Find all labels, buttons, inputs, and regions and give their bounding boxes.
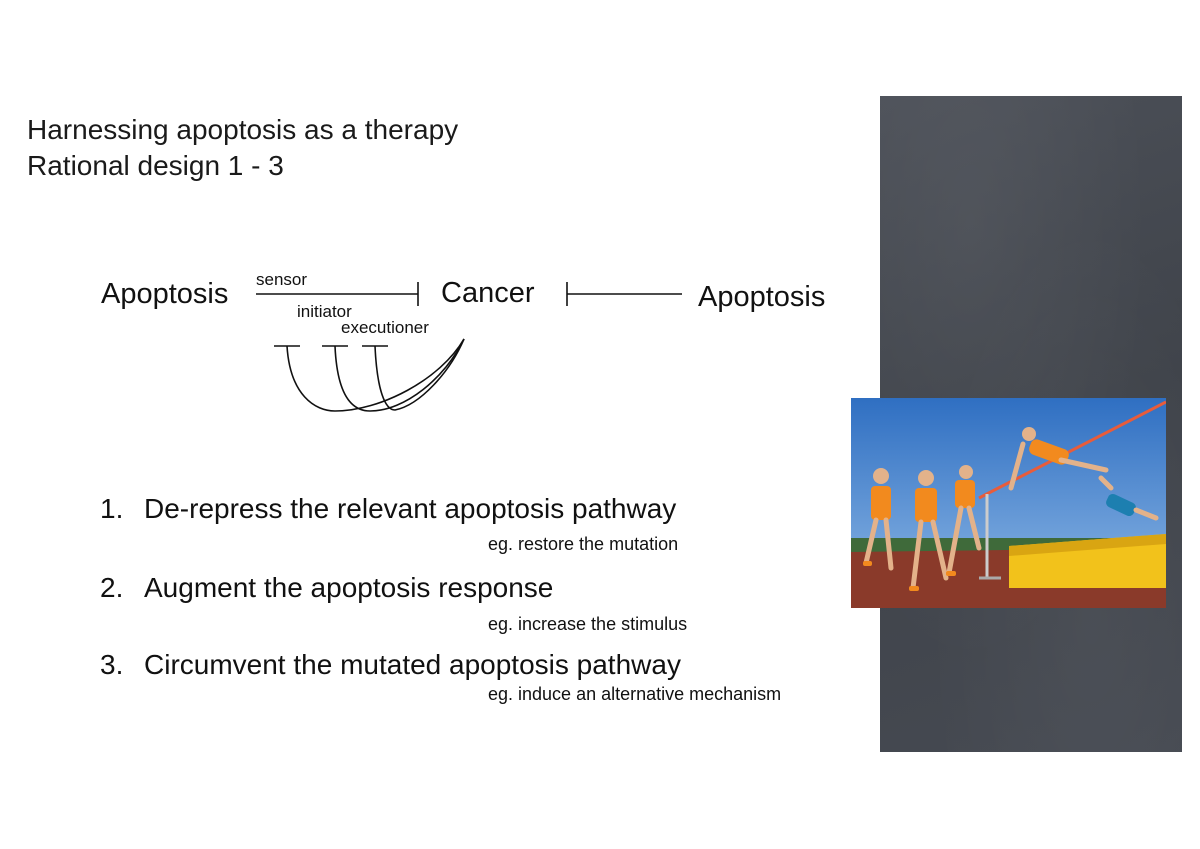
strategy-2: 2. Augment the apoptosis response bbox=[100, 572, 553, 604]
strategy-3-example: eg. induce an alternative mechanism bbox=[488, 684, 782, 704]
label-executioner: executioner bbox=[341, 318, 429, 337]
high-jump-photo bbox=[851, 398, 1166, 608]
title-line-1: Harnessing apoptosis as a therapy bbox=[27, 114, 459, 145]
strategy-number: 2. bbox=[100, 572, 124, 603]
strategy-1-example: eg. restore the mutation bbox=[488, 534, 679, 554]
strategy-text: De-repress the relevant apoptosis pathwa… bbox=[144, 493, 677, 524]
label-sensor: sensor bbox=[256, 270, 308, 289]
strategy-number: 3. bbox=[100, 649, 124, 680]
curve-initiator bbox=[334, 338, 465, 412]
label-initiator: initiator bbox=[297, 302, 352, 321]
node-cancer: Cancer bbox=[441, 277, 535, 309]
strategy-3: 3. Circumvent the mutated apoptosis pathw… bbox=[100, 649, 681, 681]
high-jump-illustration bbox=[851, 398, 1166, 608]
title-line-2: Rational design 1 - 3 bbox=[27, 150, 284, 181]
strategy-text: Circumvent the mutated apoptosis pathway bbox=[144, 649, 681, 680]
strategy-1: 1. De-repress the relevant apoptosis path… bbox=[100, 493, 676, 525]
strategy-number: 1. bbox=[100, 493, 124, 524]
curve-executioner bbox=[374, 338, 465, 411]
strategy-text: Augment the apoptosis response bbox=[144, 572, 554, 603]
strategy-2-example: eg. increase the stimulus bbox=[488, 614, 688, 634]
node-apoptosis-left: Apoptosis bbox=[101, 278, 229, 310]
curve-sensor bbox=[286, 338, 465, 412]
node-apoptosis-right: Apoptosis bbox=[698, 281, 826, 313]
slide-title: Harnessing apoptosis as a therapy Ration… bbox=[27, 112, 458, 184]
